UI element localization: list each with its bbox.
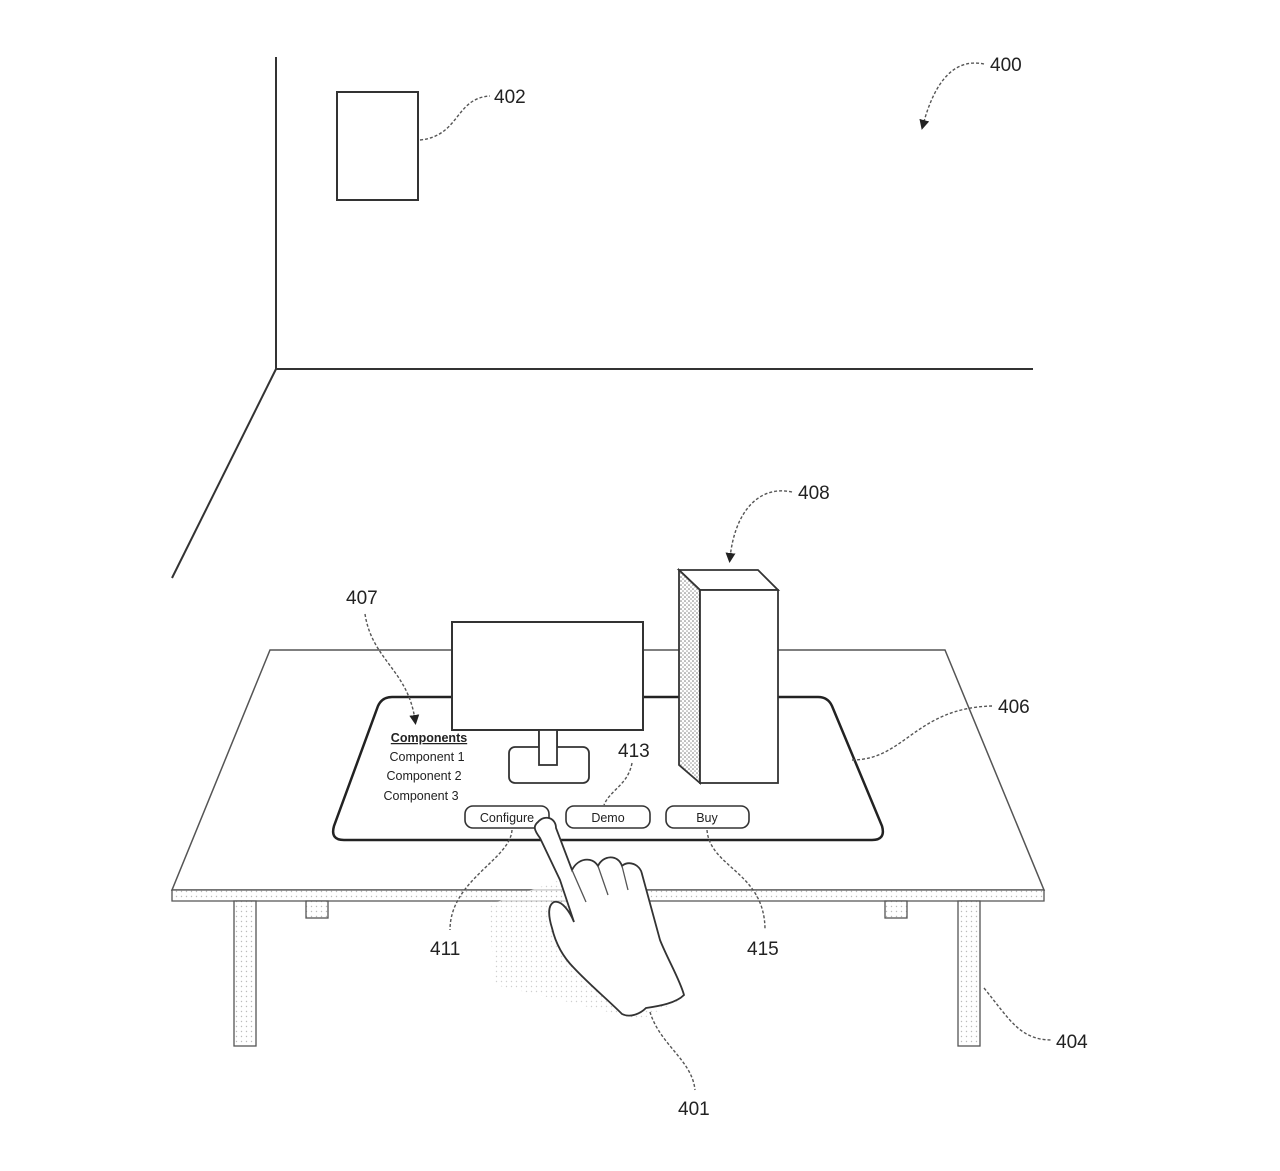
hand-icon [488, 816, 686, 1020]
ref-400: 400 [990, 55, 1022, 76]
components-heading: Components [391, 731, 467, 745]
ref-404: 404 [1056, 1032, 1088, 1053]
figure-arrow [919, 62, 985, 130]
ref-407: 407 [346, 588, 378, 609]
ref-411: 411 [430, 939, 460, 960]
buy-button[interactable]: Buy [665, 805, 750, 829]
ref-415: 415 [747, 939, 779, 960]
component-item-3[interactable]: Component 3 [383, 789, 458, 803]
component-item-2[interactable]: Component 2 [386, 769, 461, 783]
demo-button-label: Demo [591, 811, 624, 825]
ref-408: 408 [798, 483, 830, 504]
demo-leader [603, 762, 633, 806]
table-leader [983, 987, 1053, 1041]
panel-leader [851, 705, 993, 761]
demo-button[interactable]: Demo [565, 805, 651, 829]
ref-413: 413 [618, 741, 650, 762]
buy-button-label: Buy [696, 811, 718, 825]
hand-leader [649, 1011, 696, 1091]
component-item-1[interactable]: Component 1 [389, 750, 464, 764]
wall-display [336, 91, 419, 201]
wall-display-leader [419, 95, 491, 141]
ref-406: 406 [998, 697, 1030, 718]
monitor [451, 621, 644, 784]
configure-button[interactable]: Configure [464, 805, 550, 829]
configure-leader [449, 829, 513, 931]
room-walls [171, 57, 1033, 579]
buy-leader [706, 829, 766, 931]
tower-arrow [725, 490, 793, 563]
computer-tower [676, 567, 781, 785]
ref-402: 402 [494, 87, 526, 108]
ref-401: 401 [678, 1099, 710, 1120]
component-list-arrow [364, 613, 420, 725]
configure-button-label: Configure [480, 811, 534, 825]
